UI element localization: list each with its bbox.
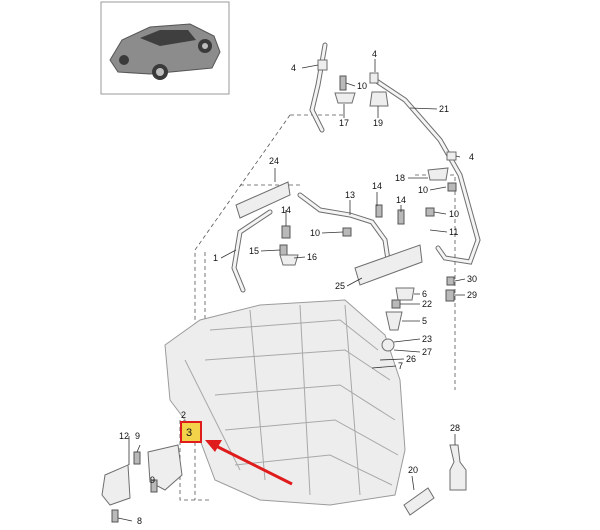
callout-13: 13 (345, 190, 355, 200)
car-thumbnail (100, 1, 230, 95)
callout-10: 10 (418, 185, 428, 195)
callout-11: 11 (449, 227, 458, 237)
callout-7: 7 (398, 361, 403, 371)
engine-block (164, 299, 406, 506)
callout-10: 10 (449, 209, 459, 219)
callout-8: 8 (137, 516, 142, 526)
leader-lines (117, 59, 466, 522)
small-parts (101, 59, 467, 523)
callout-25: 25 (335, 281, 345, 291)
callout-10: 10 (310, 228, 320, 238)
callout-16: 16 (307, 252, 317, 262)
callout-19: 19 (373, 118, 383, 128)
callout-24: 24 (269, 156, 279, 166)
highlight-arrow-icon (205, 440, 293, 486)
callout-20: 20 (408, 465, 418, 475)
callout-14: 14 (281, 205, 291, 215)
callout-labels: 4 4 10 17 19 21 4 18 10 24 13 14 14 14 1… (119, 49, 477, 526)
callout-6: 6 (422, 289, 427, 299)
callout-30: 30 (467, 274, 477, 284)
callout-2: 2 (181, 410, 186, 420)
callout-9: 9 (150, 475, 155, 485)
callout-14: 14 (396, 195, 406, 205)
callout-28: 28 (450, 423, 460, 433)
callout-21: 21 (439, 104, 449, 114)
callout-18: 18 (395, 173, 405, 183)
highlighted-part-callout[interactable]: 3 (180, 421, 202, 443)
callout-10: 10 (357, 81, 367, 91)
callout-17: 17 (339, 118, 349, 128)
callout-27: 27 (422, 347, 432, 357)
callout-15: 15 (249, 246, 259, 256)
callout-9: 9 (135, 431, 140, 441)
fuel-lines (231, 42, 481, 293)
callout-26: 26 (406, 354, 416, 364)
callout-22: 22 (422, 299, 432, 309)
callout-29: 29 (467, 290, 477, 300)
callout-23: 23 (422, 334, 432, 344)
callout-1: 1 (213, 253, 218, 263)
callout-4: 4 (372, 49, 377, 59)
callout-4: 4 (291, 63, 296, 73)
callout-4: 4 (469, 152, 474, 162)
highlighted-part-label: 3 (186, 427, 192, 439)
callout-5: 5 (422, 316, 427, 326)
callout-14: 14 (372, 181, 382, 191)
callout-12: 12 (119, 431, 129, 441)
